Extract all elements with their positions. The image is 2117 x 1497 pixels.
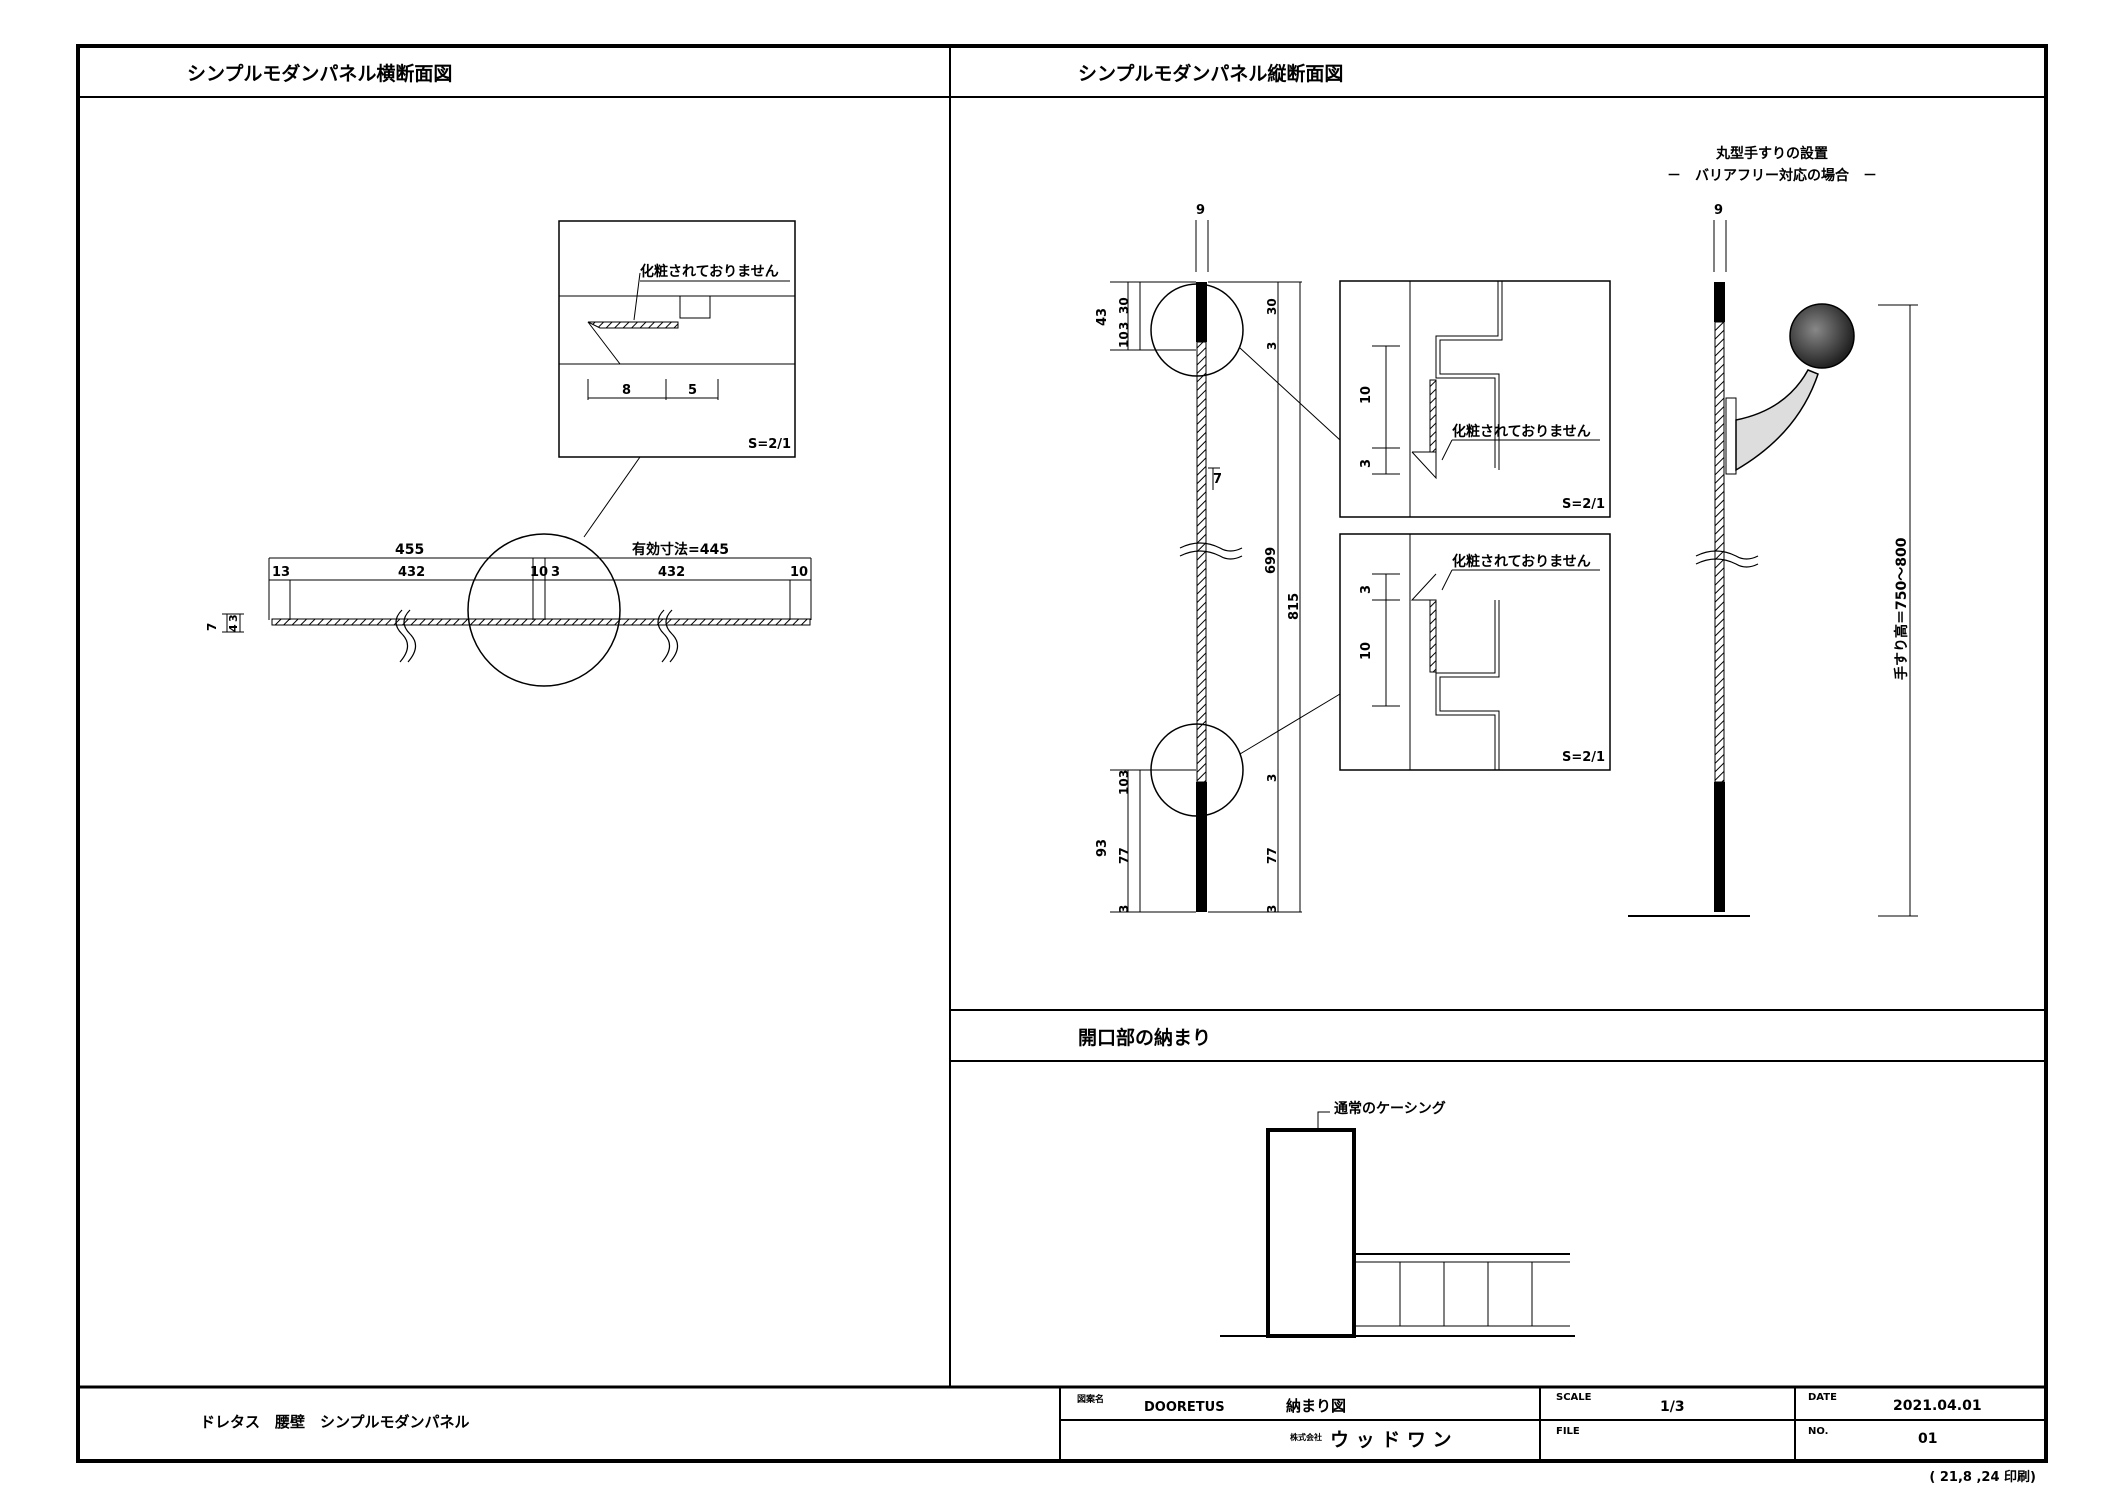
cross-section-drawing: 化粧されておりません 8 5 S=2/1 455 有効寸法=445 13 432… [205, 220, 812, 687]
company-name: ウ ッ ド ワ ン [1330, 1429, 1451, 1451]
cross-detail-scale: S=2/1 [748, 437, 791, 452]
v-dim-r30: 30 [1265, 298, 1279, 315]
file-label: FILE [1556, 1426, 1580, 1437]
v-dim-r3c: 3 [1265, 905, 1279, 913]
product-name: ドレタス 腰壁 シンプルモダンパネル [200, 1413, 470, 1431]
cross-dim-7: 7 [205, 623, 219, 631]
opening-drawing: 通常のケーシング [1220, 1100, 1575, 1338]
v-dim-93: 93 [1095, 839, 1110, 857]
v-upper-note: 化粧されておりません [1452, 423, 1591, 440]
brand: DOORETUS [1144, 1400, 1225, 1415]
v-top-width: 9 [1196, 203, 1205, 218]
casing-label: 通常のケーシング [1334, 1100, 1446, 1117]
print-note: ( 21,8 ,24 印刷) [1929, 1470, 2036, 1485]
date-label: DATE [1808, 1392, 1837, 1403]
cross-dim-432a: 432 [398, 565, 425, 580]
handrail-height: 手すり高＝750～800 [1893, 537, 1910, 680]
cross-dim-3: 3 [551, 565, 560, 580]
v-dim-r3: 3 [1265, 342, 1279, 350]
date-value: 2021.04.01 [1893, 1398, 1982, 1414]
v-upper-detail-box [1339, 280, 1611, 518]
v-upper-dim-3: 3 [1359, 459, 1374, 468]
vertical-section-drawing: 9 43 10 3 30 3 10 93 77 3 7 699 [1095, 145, 1918, 917]
cross-dim-3b: 3 [227, 614, 240, 622]
v-dim-b3b: 3 [1117, 770, 1131, 778]
v-lower-dim-10: 10 [1359, 642, 1374, 660]
cross-dim-10a: 10 [530, 565, 548, 580]
v-dim-r3b: 3 [1265, 774, 1279, 782]
scale-value: 1/3 [1660, 1399, 1685, 1415]
cross-dim-455: 455 [395, 542, 424, 558]
v-dim-815: 815 [1287, 593, 1302, 620]
cross-detail-note: 化粧されておりません [640, 263, 779, 280]
v-dim-43: 43 [1095, 308, 1110, 326]
casing [1266, 1128, 1356, 1338]
vertical-section-title: シンプルモダンパネル縦断面図 [1078, 62, 1343, 85]
cross-panel-strip [271, 618, 811, 626]
v-dim-3: 3 [1117, 322, 1131, 330]
drawing-type: 納まり図 [1286, 1397, 1346, 1415]
v-lower-note: 化粧されておりません [1452, 553, 1591, 570]
cross-dim-effective: 有効寸法=445 [632, 541, 729, 558]
cross-dim-4: 4 [227, 624, 240, 632]
handrail-title: 丸型手すりの設置 [1715, 145, 1828, 162]
cross-detail-dim-5: 5 [688, 383, 697, 398]
cross-detail-dim-8: 8 [622, 383, 631, 398]
no-label: NO. [1808, 1426, 1828, 1437]
v-dim-699: 699 [1264, 547, 1279, 574]
cross-detail-box [558, 220, 796, 458]
handrail-ball [1789, 303, 1855, 369]
scale-label: SCALE [1556, 1392, 1592, 1403]
v-lower-scale: S=2/1 [1562, 750, 1605, 765]
cross-section-title: シンプルモダンパネル横断面図 [187, 62, 452, 85]
handrail-width: 9 [1714, 203, 1723, 218]
cross-dim-10b: 10 [790, 565, 808, 580]
v-dim-b10: 10 [1117, 778, 1131, 795]
drawing-name-label: 図案名 [1077, 1393, 1104, 1405]
v-dim-r77: 77 [1265, 847, 1279, 864]
no-value: 01 [1918, 1431, 1937, 1447]
cross-detail-circle [467, 533, 621, 687]
handrail-subtitle: － バリアフリー対応の場合 － [1667, 167, 1877, 184]
v-lower-dim-3: 3 [1359, 585, 1374, 594]
title-block: ドレタス 腰壁 シンプルモダンパネル 図案名 DOORETUS 納まり図 SCA… [200, 1387, 2046, 1485]
opening-title: 開口部の納まり [1078, 1026, 1211, 1049]
cross-dim-432b: 432 [658, 565, 685, 580]
v-dim-7: 7 [1213, 472, 1222, 487]
v-upper-dim-10: 10 [1359, 386, 1374, 404]
sheet-border [76, 44, 2048, 1463]
v-dim-10: 10 [1117, 331, 1131, 348]
v-upper-circle [1150, 283, 1244, 377]
company-prefix: 株式会社 [1290, 1432, 1322, 1442]
v-lower-detail-box [1339, 533, 1611, 771]
v-dim-b3: 3 [1117, 905, 1131, 913]
cross-dim-13: 13 [272, 565, 290, 580]
v-upper-scale: S=2/1 [1562, 497, 1605, 512]
v-dim-30: 30 [1117, 297, 1131, 314]
v-dim-77: 77 [1117, 847, 1131, 864]
